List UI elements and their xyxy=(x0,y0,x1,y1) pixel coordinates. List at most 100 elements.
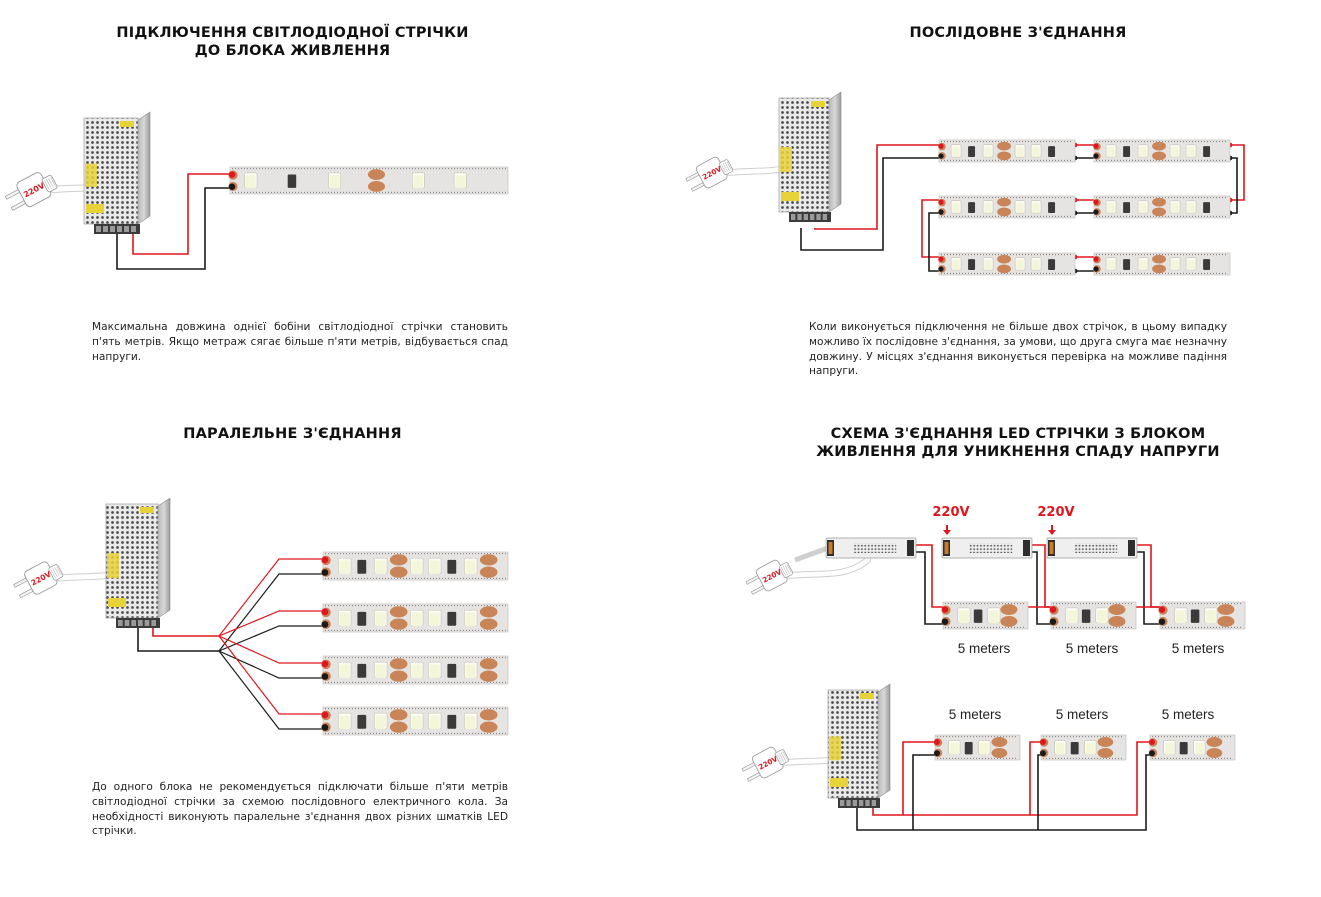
strip-trace xyxy=(325,577,326,579)
strip-trace xyxy=(499,553,500,555)
strip-trace xyxy=(367,629,368,631)
strip-trace xyxy=(983,141,984,143)
strip-trace xyxy=(388,708,389,710)
panel-single-title-line2: ДО БЛОКА ЖИВЛЕННЯ xyxy=(194,43,391,59)
strip-trace xyxy=(997,736,998,738)
strip-trace xyxy=(948,603,949,605)
plug-grip xyxy=(775,749,790,765)
strip-led xyxy=(1107,202,1115,213)
vd-top-psu3-negative xyxy=(1137,551,1162,625)
strip-trace xyxy=(1210,254,1211,256)
strip-trace xyxy=(1120,159,1121,161)
strip-trace xyxy=(1230,736,1231,738)
strip-trace xyxy=(505,605,506,607)
strip-trace xyxy=(472,708,473,710)
strip-led xyxy=(952,259,960,270)
strip-trace xyxy=(1108,215,1109,217)
strip-trace xyxy=(301,191,302,193)
strip-trace xyxy=(1222,272,1223,274)
strip-trace xyxy=(325,681,326,683)
strip-trace xyxy=(1213,141,1214,143)
strip-trace xyxy=(943,736,944,738)
strip-trace xyxy=(962,197,963,199)
strip-trace xyxy=(1095,626,1096,628)
psu-sticker-top xyxy=(811,101,825,107)
strip-trace xyxy=(403,708,404,710)
strip-trace xyxy=(391,708,392,710)
strip-trace xyxy=(298,168,299,170)
strip-trace xyxy=(1201,626,1202,628)
strip-trace xyxy=(355,708,356,710)
strip-trace xyxy=(1177,254,1178,256)
strip-trace xyxy=(1183,626,1184,628)
strip-trace xyxy=(433,708,434,710)
strip-trace xyxy=(424,657,425,659)
strip-trace xyxy=(352,657,353,659)
strip-trace xyxy=(478,681,479,683)
strip-solder-pad xyxy=(479,606,498,618)
strip-trace xyxy=(355,605,356,607)
strip-trace xyxy=(370,681,371,683)
strip-trace xyxy=(334,708,335,710)
strip-trace xyxy=(436,657,437,659)
strip-trace xyxy=(1114,141,1115,143)
strip-trace xyxy=(1240,603,1241,605)
strip-trace xyxy=(334,605,335,607)
strip-trace xyxy=(1132,272,1133,274)
strip-trace xyxy=(502,681,503,683)
strip-trace xyxy=(373,605,374,607)
strip-trace xyxy=(373,657,374,659)
strip-trace xyxy=(385,629,386,631)
strip-base xyxy=(1040,734,1127,761)
strip-trace xyxy=(1147,215,1148,217)
strip-trace xyxy=(430,657,431,659)
strip-trace xyxy=(986,272,987,274)
strip-trace xyxy=(1197,736,1198,738)
strip-trace xyxy=(439,681,440,683)
strip-trace xyxy=(1213,272,1214,274)
parallel-branch-negative-3 xyxy=(218,650,326,679)
strip-trace xyxy=(421,577,422,579)
strip-trace xyxy=(1121,736,1122,738)
strip-trace xyxy=(989,254,990,256)
strip-trace xyxy=(349,191,350,193)
strip-trace xyxy=(1225,254,1226,256)
strip-trace xyxy=(1025,141,1026,143)
strip-trace xyxy=(421,657,422,659)
strip-trace xyxy=(463,681,464,683)
parallel-led-strip-1 xyxy=(321,551,509,581)
strip-trace xyxy=(1182,736,1183,738)
slim-psu-output-terminal xyxy=(1128,540,1135,556)
strip-trace xyxy=(472,605,473,607)
strip-trace xyxy=(499,577,500,579)
strip-trace xyxy=(997,757,998,759)
strip-led xyxy=(375,560,386,574)
strip-trace xyxy=(982,757,983,759)
strip-trace xyxy=(1164,757,1165,759)
strip-trace xyxy=(394,629,395,631)
strip-trace xyxy=(1189,626,1190,628)
strip-trace xyxy=(978,603,979,605)
strip-trace xyxy=(394,191,395,193)
strip-trace xyxy=(1055,736,1056,738)
strip-trace xyxy=(403,168,404,170)
vd-top-psu3-positive xyxy=(1137,544,1162,608)
strip-trace xyxy=(385,168,386,170)
strip-trace xyxy=(1019,197,1020,199)
strip-solder-pad xyxy=(1152,151,1166,161)
strip-trace xyxy=(364,553,365,555)
strip-trace xyxy=(1064,141,1065,143)
strip-trace xyxy=(1138,254,1139,256)
strip-trace xyxy=(328,191,329,193)
strip-trace xyxy=(1070,197,1071,199)
strip-trace xyxy=(1058,254,1059,256)
strip-trace xyxy=(994,736,995,738)
strip-trace xyxy=(1152,736,1153,738)
parallel-branch-negative-1 xyxy=(218,573,326,652)
strip-trace xyxy=(412,553,413,555)
psu-sticker-top xyxy=(140,507,154,513)
strip-solder-pad xyxy=(997,254,1011,264)
strip-trace xyxy=(1053,626,1054,628)
strip-trace xyxy=(307,191,308,193)
strip-trace xyxy=(989,272,990,274)
